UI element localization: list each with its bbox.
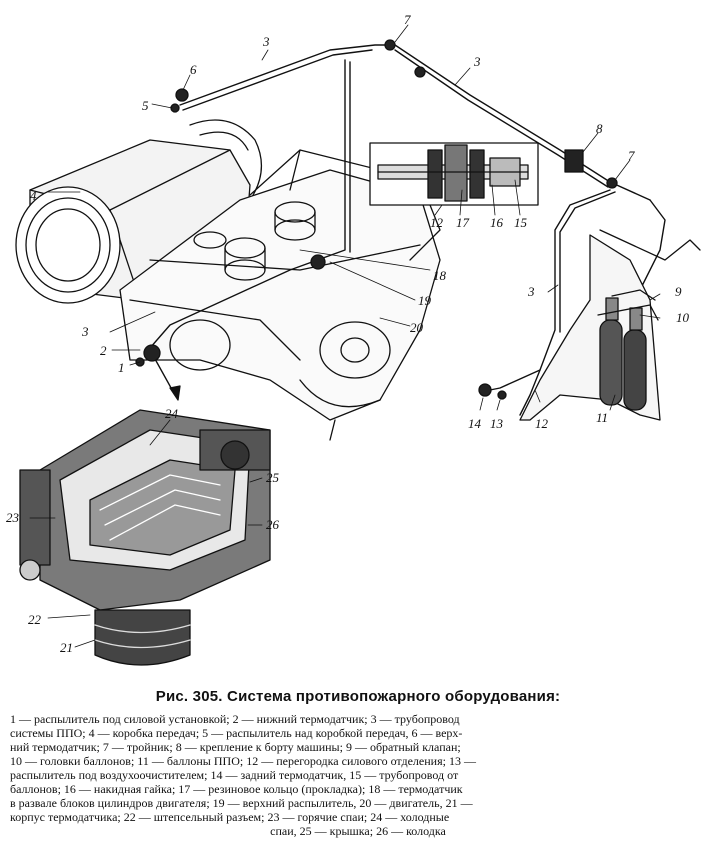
label-3-top: 3 bbox=[262, 34, 270, 49]
label-9: 9 bbox=[675, 284, 682, 299]
label-2: 2 bbox=[100, 343, 107, 358]
fire-cylinders-drawing bbox=[597, 289, 659, 411]
figure-number: Рис. 305. bbox=[155, 688, 223, 705]
label-19: 19 bbox=[418, 293, 432, 308]
label-21: 21 bbox=[60, 640, 73, 655]
small-components bbox=[135, 39, 618, 400]
label-16: 16 bbox=[490, 215, 504, 230]
label-4: 4 bbox=[30, 188, 37, 203]
label-7-right: 7 bbox=[628, 148, 635, 163]
figure-legend: 1 — распылитель под силовой установкой; … bbox=[10, 712, 706, 838]
label-22: 22 bbox=[28, 612, 42, 627]
engine-drawing bbox=[119, 149, 441, 441]
label-24: 24 bbox=[165, 406, 179, 421]
label-12-inset: 12 bbox=[430, 215, 444, 230]
label-3-lower: 3 bbox=[527, 284, 535, 299]
label-18: 18 bbox=[433, 268, 447, 283]
label-25: 25 bbox=[266, 470, 280, 485]
label-13: 13 bbox=[490, 416, 504, 431]
label-7-top: 7 bbox=[404, 12, 411, 27]
legend-line: в развале блоков цилиндров двигателя; 19… bbox=[10, 796, 473, 810]
label-3-right: 3 bbox=[473, 54, 481, 69]
label-26: 26 bbox=[266, 517, 280, 532]
thermosensor-cutaway-drawing bbox=[19, 409, 271, 666]
pipe-joint-section-drawing bbox=[369, 142, 539, 206]
label-15: 15 bbox=[514, 215, 528, 230]
label-6: 6 bbox=[190, 62, 197, 77]
legend-line: системы ППО; 4 — коробка передач; 5 — ра… bbox=[10, 726, 463, 740]
legend-line: спаи, 25 — крышка; 26 — колодка bbox=[270, 824, 446, 838]
label-10: 10 bbox=[676, 310, 690, 325]
label-8: 8 bbox=[596, 121, 603, 136]
figure-title: Система противопожарного оборудования: bbox=[227, 688, 561, 705]
legend-line: 10 — головки баллонов; 11 — баллоны ППО;… bbox=[10, 754, 476, 768]
legend-line: корпус термодатчика; 22 — штепсельный ра… bbox=[10, 810, 450, 824]
label-12-lower: 12 bbox=[535, 416, 549, 431]
label-11: 11 bbox=[596, 410, 608, 425]
legend-line: баллонов; 16 — накидная гайка; 17 — рези… bbox=[10, 782, 463, 796]
leader-lines bbox=[29, 24, 661, 648]
callout-labels: 1 2 3 3 3 3 4 5 6 7 7 8 9 10 11 12 12 13… bbox=[6, 12, 690, 655]
label-20: 20 bbox=[410, 320, 424, 335]
legend-line: 1 — распылитель под силовой установкой; … bbox=[10, 712, 460, 726]
label-23: 23 bbox=[6, 510, 20, 525]
label-1: 1 bbox=[118, 360, 125, 375]
legend-line: ний термодатчик; 7 — тройник; 8 — крепле… bbox=[10, 740, 461, 754]
legend-line: распылитель под воздухоочистителем; 14 —… bbox=[10, 768, 459, 782]
label-3-left: 3 bbox=[81, 324, 89, 339]
label-14: 14 bbox=[468, 416, 482, 431]
fire-suppression-diagram: 1 2 3 3 3 3 4 5 6 7 7 8 9 10 11 12 12 13… bbox=[6, 12, 701, 666]
detail-arrowhead bbox=[169, 385, 181, 401]
label-17: 17 bbox=[456, 215, 470, 230]
label-5: 5 bbox=[142, 98, 149, 113]
figure-caption-title: Рис. 305. Система противопожарного обору… bbox=[0, 688, 716, 705]
